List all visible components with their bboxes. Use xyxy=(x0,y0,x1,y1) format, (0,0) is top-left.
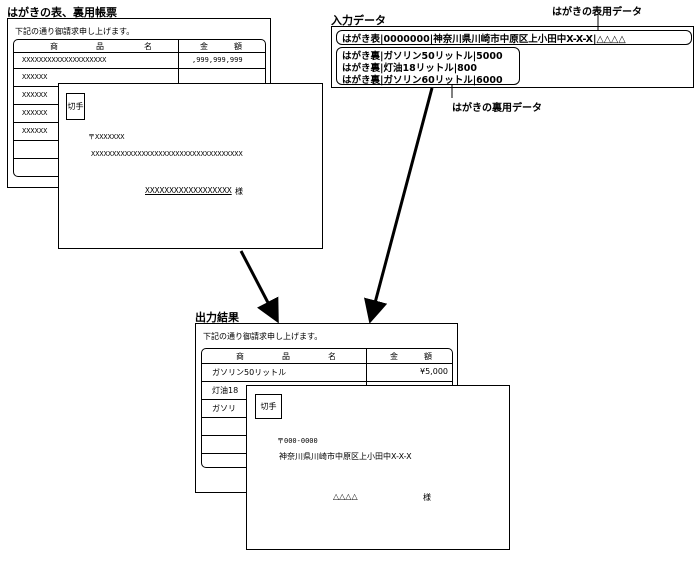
back-data-label: はがきの裏用データ xyxy=(452,103,542,114)
template-to-output-arrow xyxy=(239,250,279,324)
output-row-item: ガソリ xyxy=(212,404,236,413)
template-address: XXXXXXXXXXXXXXXXXXXXXXXXXXXXXXXXXXXX xyxy=(91,150,243,158)
template-row-item: XXXXXX xyxy=(22,127,48,135)
output-address: 神奈川県川崎市中原区上小田中X-X-X xyxy=(279,452,412,461)
template-postal-code: 〒XXXXXXX xyxy=(88,133,125,141)
back-data-line: はがき裏|灯油18リットル|800 xyxy=(342,63,477,74)
template-row-item: XXXXXX xyxy=(22,73,48,81)
template-row-amount: ,999,999,999 xyxy=(192,56,243,64)
output-postal-code: 〒000-0000 xyxy=(277,437,318,445)
output-row-amount: ¥5,000 xyxy=(420,367,448,376)
template-honorific: 様 xyxy=(235,187,243,196)
template-row-item: XXXXXX xyxy=(22,109,48,117)
output-sheet-heading: 下記の通り御請求申し上げます。 xyxy=(203,332,323,341)
output-recipient-name: △△△△ xyxy=(333,492,358,501)
template-title: はがきの表、裏用帳票 xyxy=(7,6,117,19)
input-data-panel: はがき表|0000000|神奈川県川崎市中原区上小田中X-X-X|△△△△ はが… xyxy=(331,26,694,88)
template-col-header: 金 xyxy=(200,42,208,51)
template-col-header: 品 xyxy=(96,42,104,51)
output-row-item: ガソリン50リットル xyxy=(212,368,287,377)
output-col-header: 品 xyxy=(282,352,290,361)
output-row-item: 灯油18 xyxy=(212,386,239,395)
template-col-header: 額 xyxy=(234,42,242,51)
back-data-line: はがき裏|ガソリン60リットル|6000 xyxy=(342,75,503,86)
template-recipient-name: XXXXXXXXXXXXXXXXXX xyxy=(145,186,232,195)
output-front-postcard: 切手 〒000-0000 神奈川県川崎市中原区上小田中X-X-X △△△△ 様 xyxy=(246,385,510,550)
output-honorific: 様 xyxy=(423,493,431,502)
back-data-line: はがき裏|ガソリン50リットル|5000 xyxy=(342,51,503,62)
template-sheet-heading: 下記の通り御請求申し上げます。 xyxy=(15,27,135,36)
front-data-line: はがき表|0000000|神奈川県川崎市中原区上小田中X-X-X|△△△△ xyxy=(342,34,626,45)
output-col-header: 名 xyxy=(328,352,336,361)
template-row-item: XXXXXXXXXXXXXXXXXXXX xyxy=(22,56,107,64)
template-col-header: 商 xyxy=(50,42,58,51)
input-title: 入力データ xyxy=(331,14,386,27)
output-col-header: 金 xyxy=(390,352,398,361)
template-row-item: XXXXXX xyxy=(22,91,48,99)
output-title: 出力結果 xyxy=(195,311,239,324)
template-col-header: 名 xyxy=(144,42,152,51)
input-to-output-arrow xyxy=(364,87,434,324)
template-stamp-box: 切手 xyxy=(66,93,85,120)
output-stamp-box: 切手 xyxy=(255,394,282,419)
template-front-postcard: 切手 〒XXXXXXX XXXXXXXXXXXXXXXXXXXXXXXXXXXX… xyxy=(58,83,323,249)
output-col-header: 額 xyxy=(424,352,432,361)
front-data-label: はがきの表用データ xyxy=(552,7,642,18)
output-col-header: 商 xyxy=(236,352,244,361)
front-data-frame xyxy=(336,30,692,45)
back-data-frame xyxy=(336,47,520,85)
